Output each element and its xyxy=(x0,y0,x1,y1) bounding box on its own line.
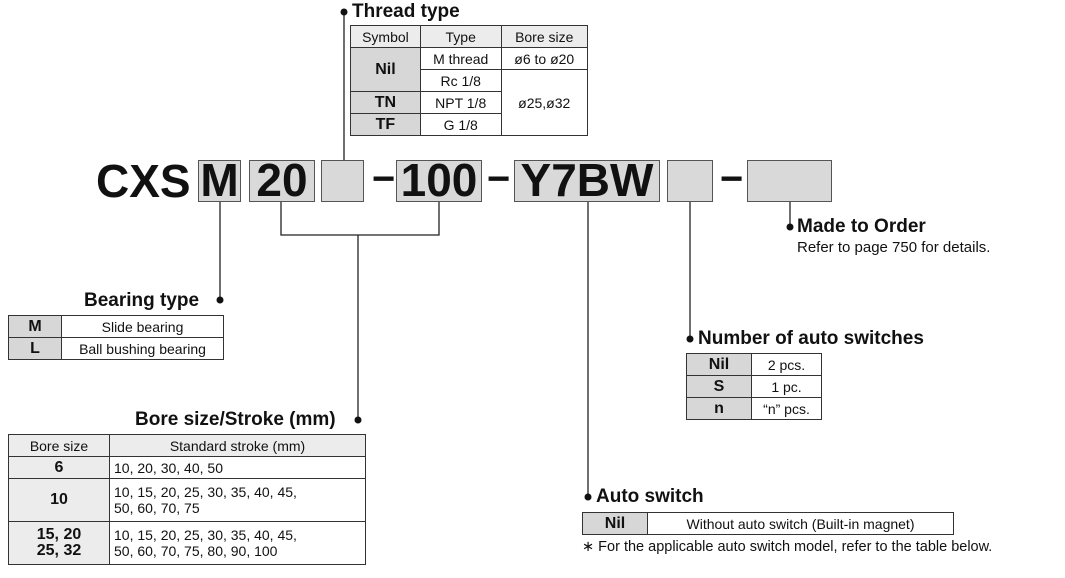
num-symbol-n: n xyxy=(686,397,752,420)
bearing-type-title: Bearing type xyxy=(84,290,200,311)
thread-code-box xyxy=(321,160,364,202)
switch-symbol-nil: Nil xyxy=(582,512,648,535)
dash-2: − xyxy=(487,157,511,201)
num-desc: 1 pc. xyxy=(751,375,822,398)
thread-symbol-tf: TF xyxy=(350,113,421,136)
thread-type-cell: M thread xyxy=(419,47,502,70)
stroke-cell: 10, 20, 30, 40, 50 xyxy=(109,456,366,479)
thread-symbol-nil: Nil xyxy=(350,47,421,92)
num-desc: “n” pcs. xyxy=(751,397,822,420)
thread-type-cell: NPT 1/8 xyxy=(419,91,502,114)
auto-switch-note: ∗ For the applicable auto switch model, … xyxy=(582,539,993,555)
made-to-order-note: Refer to page 750 for details. xyxy=(797,239,991,256)
header-symbol: Symbol xyxy=(350,25,421,48)
header-type: Type xyxy=(419,25,502,48)
thread-symbol-tn: TN xyxy=(350,91,421,114)
auto-switch-title: Auto switch xyxy=(596,486,704,507)
made-to-order-dot xyxy=(786,223,794,231)
stroke-cell: 10, 15, 20, 25, 30, 35, 40, 45, 50, 60, … xyxy=(109,521,366,565)
made-to-order-title: Made to Order xyxy=(797,216,926,237)
switch-code-box: Y7BW xyxy=(514,157,660,203)
qty-code-box xyxy=(667,160,713,202)
bearing-type-dot xyxy=(216,296,224,304)
thread-type-title: Thread type xyxy=(352,1,460,22)
num-switches-table: Nil 2 pcs. S 1 pc. n “n” pcs. xyxy=(686,353,822,420)
thread-type-cell: G 1/8 xyxy=(419,113,502,136)
thread-type-cell: Rc 1/8 xyxy=(419,69,502,92)
bore-line: 25, 32 xyxy=(36,542,82,559)
num-symbol-nil: Nil xyxy=(686,353,752,376)
stroke-line: 10, 15, 20, 25, 30, 35, 40, 45, xyxy=(114,484,297,500)
auto-switch-table: Nil Without auto switch (Built-in magnet… xyxy=(582,512,954,535)
auto-switch-dot xyxy=(584,493,592,501)
bearing-symbol-m: M xyxy=(8,315,62,338)
bore-stroke-dot xyxy=(354,416,362,424)
thread-type-dot xyxy=(340,8,348,16)
bore-15-32: 15, 20 25, 32 xyxy=(8,521,110,565)
bearing-desc: Ball bushing bearing xyxy=(61,337,224,360)
bore-code-box: 20 xyxy=(249,157,315,203)
bore-6: 6 xyxy=(8,456,110,479)
header-bore: Bore size xyxy=(500,25,588,48)
num-symbol-s: S xyxy=(686,375,752,398)
header-standard-stroke: Standard stroke (mm) xyxy=(109,434,366,457)
stroke-line: 50, 60, 70, 75, 80, 90, 100 xyxy=(114,543,278,559)
thread-bore-cell: ø25,ø32 xyxy=(500,69,588,136)
num-switches-dot xyxy=(686,335,694,343)
thread-type-table: Symbol Type Bore size Nil M thread ø6 to… xyxy=(350,25,588,136)
stroke-code-box: 100 xyxy=(396,157,482,203)
stroke-line: 50, 60, 70, 75 xyxy=(114,500,200,516)
stroke-cell: 10, 15, 20, 25, 30, 35, 40, 45, 50, 60, … xyxy=(109,478,366,522)
bore-10: 10 xyxy=(8,478,110,522)
bearing-code-box: M xyxy=(198,157,241,203)
mto-code-box xyxy=(747,160,832,202)
bore-line: 15, 20 xyxy=(36,526,82,543)
dash-1: − xyxy=(372,157,396,201)
bearing-desc: Slide bearing xyxy=(61,315,224,338)
num-desc: 2 pcs. xyxy=(751,353,822,376)
header-bore-size: Bore size xyxy=(8,434,110,457)
num-switches-title: Number of auto switches xyxy=(698,328,924,349)
model-prefix: CXS xyxy=(96,155,191,207)
stroke-line: 10, 15, 20, 25, 30, 35, 40, 45, xyxy=(114,527,297,543)
dash-3: − xyxy=(720,157,744,201)
thread-bore-cell: ø6 to ø20 xyxy=(500,47,588,70)
bearing-symbol-l: L xyxy=(8,337,62,360)
switch-desc: Without auto switch (Built-in magnet) xyxy=(647,512,954,535)
bore-stroke-table: Bore size Standard stroke (mm) 6 10, 20,… xyxy=(8,434,366,565)
bore-stroke-title: Bore size/Stroke (mm) xyxy=(135,409,336,430)
bearing-type-table: M Slide bearing L Ball bushing bearing xyxy=(8,315,224,360)
